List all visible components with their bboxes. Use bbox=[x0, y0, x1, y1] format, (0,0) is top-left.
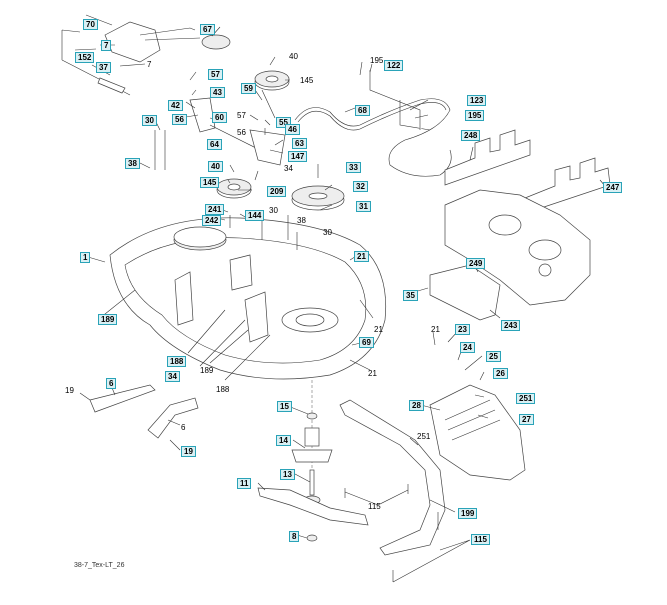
part-label[interactable]: 13 bbox=[280, 469, 295, 480]
part-label[interactable]: 7 bbox=[147, 60, 152, 69]
belt-guide bbox=[369, 70, 431, 131]
part-label[interactable]: 43 bbox=[210, 87, 225, 98]
part-label[interactable]: 56 bbox=[172, 114, 187, 125]
part-label[interactable]: 21 bbox=[431, 325, 440, 334]
part-label[interactable]: 14 bbox=[276, 435, 291, 446]
part-label[interactable]: 19 bbox=[65, 386, 74, 395]
part-label[interactable]: 56 bbox=[237, 128, 246, 137]
part-label[interactable]: 30 bbox=[269, 206, 278, 215]
part-label[interactable]: 247 bbox=[603, 182, 623, 193]
part-label[interactable]: 251 bbox=[417, 432, 431, 441]
fastener-bolts bbox=[154, 130, 439, 582]
part-label[interactable]: 40 bbox=[289, 52, 298, 61]
part-label[interactable]: 115 bbox=[368, 502, 381, 511]
part-label[interactable]: 32 bbox=[353, 181, 368, 192]
drive-pulley bbox=[291, 185, 345, 211]
idler-pulley-top bbox=[254, 70, 290, 91]
part-label[interactable]: 69 bbox=[359, 337, 374, 348]
part-label[interactable]: 34 bbox=[284, 164, 293, 173]
part-label[interactable]: 67 bbox=[200, 24, 215, 35]
part-label[interactable]: 195 bbox=[370, 56, 384, 65]
deck-bracket-left bbox=[89, 384, 156, 413]
part-label[interactable]: 21 bbox=[368, 369, 377, 378]
part-label[interactable]: 25 bbox=[486, 351, 501, 362]
part-label[interactable]: 242 bbox=[202, 215, 222, 226]
part-label[interactable]: 68 bbox=[355, 105, 370, 116]
part-label[interactable]: 115 bbox=[471, 534, 490, 545]
mower-deck bbox=[109, 217, 386, 380]
part-label[interactable]: 144 bbox=[245, 210, 265, 221]
belt-cover bbox=[444, 189, 591, 306]
discharge-chute bbox=[429, 384, 526, 481]
part-label[interactable]: 199 bbox=[458, 508, 478, 519]
part-label[interactable]: 243 bbox=[501, 320, 521, 331]
part-label[interactable]: 6 bbox=[106, 378, 117, 389]
part-label[interactable]: 27 bbox=[519, 414, 534, 425]
part-label[interactable]: 63 bbox=[292, 138, 307, 149]
part-label[interactable]: 55 bbox=[276, 117, 291, 128]
chute-deflector bbox=[339, 399, 446, 556]
part-label[interactable]: 122 bbox=[384, 60, 404, 71]
part-label[interactable]: 209 bbox=[267, 186, 287, 197]
part-label[interactable]: 30 bbox=[323, 228, 332, 237]
part-label[interactable]: 248 bbox=[461, 130, 481, 141]
part-label[interactable]: 70 bbox=[83, 19, 98, 30]
part-label[interactable]: 7 bbox=[101, 40, 112, 51]
part-label[interactable]: 251 bbox=[516, 393, 536, 404]
part-label[interactable]: 46 bbox=[285, 124, 300, 135]
part-label[interactable]: 188 bbox=[167, 356, 187, 367]
part-label[interactable]: 31 bbox=[356, 201, 371, 212]
part-label[interactable]: 34 bbox=[165, 371, 180, 382]
part-label[interactable]: 15 bbox=[277, 401, 292, 412]
part-label[interactable]: 8 bbox=[289, 531, 300, 542]
part-label[interactable]: 21 bbox=[374, 325, 383, 334]
part-label[interactable]: 241 bbox=[205, 204, 225, 215]
part-label[interactable]: 23 bbox=[455, 324, 470, 335]
baffle-248 bbox=[444, 129, 531, 186]
part-label[interactable]: 57 bbox=[237, 111, 246, 120]
part-label[interactable]: 145 bbox=[200, 177, 220, 188]
diagram-caption: 38-7_Tex-LT_26 bbox=[74, 562, 125, 569]
part-label[interactable]: 11 bbox=[237, 478, 252, 489]
part-label[interactable]: 21 bbox=[354, 251, 369, 262]
deck-bracket-right bbox=[147, 397, 199, 439]
part-label[interactable]: 60 bbox=[212, 112, 227, 123]
drive-belt bbox=[294, 98, 452, 177]
idler-pulley-left bbox=[216, 178, 252, 199]
part-label[interactable]: 57 bbox=[208, 69, 223, 80]
spindle-assembly bbox=[291, 380, 333, 505]
part-label[interactable]: 147 bbox=[288, 151, 308, 162]
part-label[interactable]: 24 bbox=[460, 342, 475, 353]
part-label[interactable]: 38 bbox=[297, 216, 306, 225]
lift-lever-assembly bbox=[61, 21, 201, 96]
part-label[interactable]: 26 bbox=[493, 368, 508, 379]
part-label[interactable]: 38 bbox=[125, 158, 140, 169]
part-label[interactable]: 152 bbox=[75, 52, 95, 63]
part-label[interactable]: 42 bbox=[168, 100, 183, 111]
part-label[interactable]: 145 bbox=[300, 76, 314, 85]
part-label[interactable]: 64 bbox=[207, 139, 222, 150]
part-label[interactable]: 40 bbox=[208, 161, 223, 172]
part-label[interactable]: 35 bbox=[403, 290, 418, 301]
part-label[interactable]: 37 bbox=[96, 62, 111, 73]
part-label[interactable]: 19 bbox=[181, 446, 196, 457]
knob-part bbox=[201, 34, 231, 50]
part-label[interactable]: 195 bbox=[465, 110, 485, 121]
part-label[interactable]: 30 bbox=[142, 115, 157, 126]
idler-arm bbox=[189, 89, 286, 166]
part-label[interactable]: 123 bbox=[467, 95, 487, 106]
part-label[interactable]: 6 bbox=[181, 423, 186, 432]
part-label[interactable]: 189 bbox=[200, 366, 214, 375]
mower-blade bbox=[257, 487, 369, 542]
part-label[interactable]: 1 bbox=[80, 252, 91, 263]
part-label[interactable]: 33 bbox=[346, 162, 361, 173]
part-label[interactable]: 59 bbox=[241, 83, 256, 94]
part-label[interactable]: 189 bbox=[98, 314, 118, 325]
part-label[interactable]: 188 bbox=[216, 385, 230, 394]
part-label[interactable]: 28 bbox=[409, 400, 424, 411]
part-label[interactable]: 249 bbox=[466, 258, 486, 269]
